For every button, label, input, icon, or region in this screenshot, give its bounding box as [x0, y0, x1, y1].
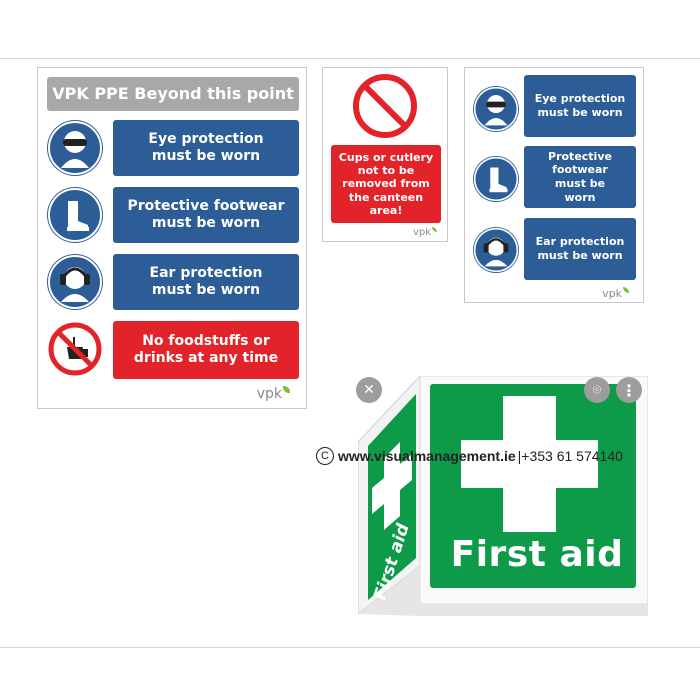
watermark: C www.visualmanagement.ie |+353 61 57414…	[316, 447, 623, 465]
footwear-panel: Protective footwear must be worn	[524, 146, 636, 208]
ear-defenders-icon	[473, 227, 519, 273]
ppe-sign-small: Eye protection must be worn Protective f…	[464, 67, 644, 303]
footwear-panel: Protective footwear must be worn	[113, 187, 299, 243]
vpk-logo: vpk	[257, 386, 290, 402]
ear-protection-panel: Ear protection must be worn	[524, 218, 636, 280]
prohibition-icon	[352, 73, 418, 139]
ear-protection-panel: Ear protection must be worn	[113, 254, 299, 310]
vpk-logo: vpk	[413, 227, 437, 238]
canteen-panel: Cups or cutlery not to be removed from t…	[331, 145, 441, 223]
image-frame	[0, 58, 700, 648]
vpk-logo: vpk	[602, 287, 629, 300]
lens-search-icon[interactable]: ⌾	[584, 377, 610, 403]
watermark-website: www.visualmanagement.ie	[338, 448, 516, 464]
ppe-sign-large: VPK PPE Beyond this point Eye protection…	[37, 67, 307, 409]
no-food-panel: No foodstuffs or drinks at any time	[113, 321, 299, 379]
goggles-icon	[47, 120, 103, 176]
canteen-sign: Cups or cutlery not to be removed from t…	[322, 67, 448, 242]
sign-title: VPK PPE Beyond this point	[47, 77, 299, 111]
no-food-icon	[47, 321, 103, 377]
ear-defenders-icon	[47, 254, 103, 310]
eye-protection-panel: Eye protection must be worn	[113, 120, 299, 176]
copyright-icon: C	[316, 447, 334, 465]
close-icon[interactable]: ✕	[356, 377, 382, 403]
boot-icon	[47, 187, 103, 243]
first-aid-sign: First aid First aid	[358, 376, 648, 626]
more-options-icon[interactable]: ⋮	[616, 377, 642, 403]
goggles-icon	[473, 86, 519, 132]
boot-icon	[473, 156, 519, 202]
watermark-phone: |+353 61 574140	[517, 448, 623, 464]
first-aid-front-text: First aid	[450, 534, 624, 575]
eye-protection-panel: Eye protection must be worn	[524, 75, 636, 137]
